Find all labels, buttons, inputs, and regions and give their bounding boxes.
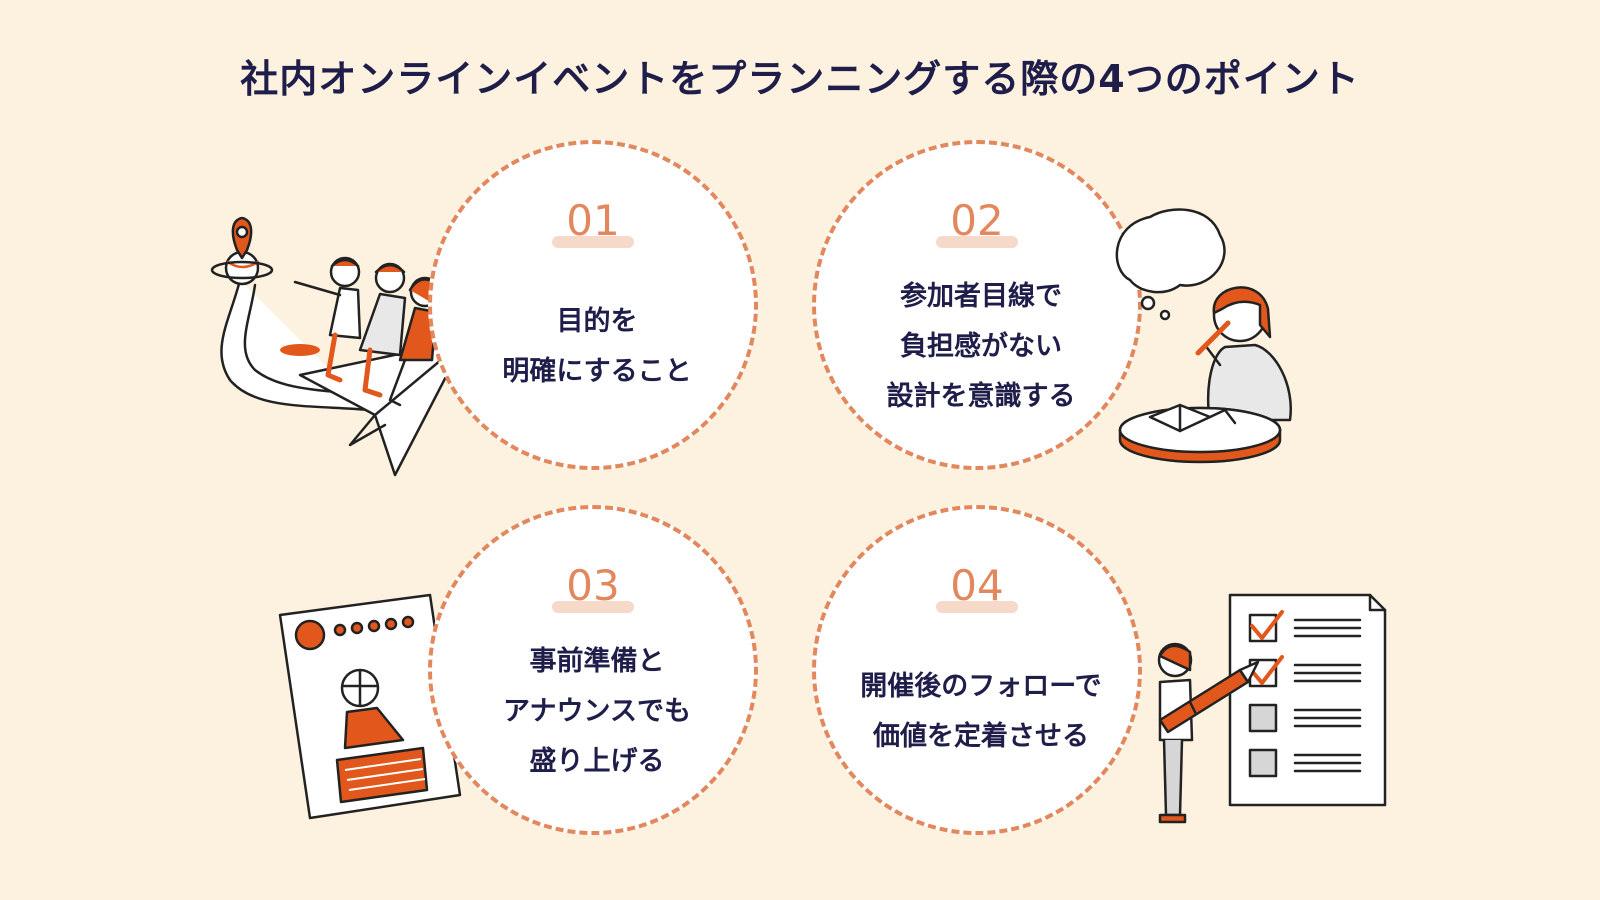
- point-text-line: 負担感がない: [900, 331, 1062, 362]
- point-number: 03: [566, 561, 620, 610]
- people-on-paper-plane-illustration: [210, 216, 467, 477]
- point-text-line: アナウンスでも: [503, 696, 691, 727]
- point-text-line: 参加者目線で: [900, 281, 1062, 312]
- page-title: 社内オンラインイベントをプランニングする際の4つのポイント: [240, 57, 1360, 101]
- point-description: 参加者目線で 負担感がない 設計を意識する: [836, 262, 1126, 432]
- number-underline: [936, 601, 1018, 613]
- point-description: 開催後のフォローで 価値を定着させる: [836, 627, 1126, 797]
- point-text-line: 設計を意識する: [886, 381, 1076, 412]
- point-card-01: 01 目的を 明確にすること: [428, 140, 758, 470]
- point-description: 事前準備と アナウンスでも 盛り上げる: [452, 627, 742, 797]
- point-description: 目的を 明確にすること: [452, 262, 742, 432]
- point-text-line: 目的を: [556, 306, 638, 337]
- point-text-line: 盛り上げる: [529, 746, 665, 777]
- point-text-line: 価値を定着させる: [873, 721, 1089, 752]
- point-card-03: 03 事前準備と アナウンスでも 盛り上げる: [428, 505, 758, 835]
- event-flyer-illustration: [278, 593, 462, 820]
- point-number: 04: [950, 561, 1004, 610]
- point-card-04: 04 開催後のフォローで 価値を定着させる: [812, 505, 1142, 835]
- person-with-checklist-illustration: [1157, 593, 1387, 824]
- point-number: 01: [566, 196, 620, 245]
- point-text-line: 開催後のフォローで: [860, 671, 1102, 702]
- point-text-line: 明確にすること: [502, 356, 692, 387]
- number-underline: [552, 601, 634, 613]
- person-thinking-at-table-illustration: [1115, 208, 1293, 464]
- point-number: 02: [950, 196, 1004, 245]
- number-underline: [936, 236, 1018, 248]
- point-text-line: 事前準備と: [529, 646, 665, 677]
- number-underline: [552, 236, 634, 248]
- point-card-02: 02 参加者目線で 負担感がない 設計を意識する: [812, 140, 1142, 470]
